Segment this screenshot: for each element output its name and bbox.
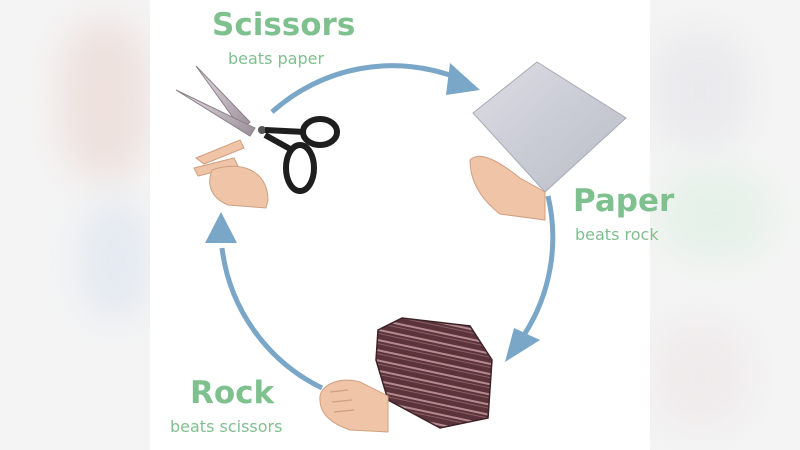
scissors-with-hand-icon [175, 65, 340, 209]
paper-sheet-with-hand-icon [469, 61, 627, 221]
arc-scissors-to-paper [270, 63, 459, 114]
rock-subtitle: beats scissors [170, 417, 283, 436]
rock-with-fist-icon [319, 317, 493, 433]
cycle-arrows [205, 63, 556, 391]
arc-paper-to-rock [521, 195, 556, 337]
arrowhead-to-paper [446, 63, 480, 95]
rock-title: Rock [190, 375, 275, 411]
paper-subtitle: beats rock [575, 225, 659, 244]
scissors-subtitle: beats paper [228, 49, 325, 68]
paper-title: Paper [573, 183, 675, 219]
scissors-title: Scissors [212, 7, 356, 43]
arc-rock-to-scissors [219, 247, 324, 391]
arrowhead-to-rock [505, 328, 540, 362]
arrowhead-to-scissors [205, 212, 237, 243]
